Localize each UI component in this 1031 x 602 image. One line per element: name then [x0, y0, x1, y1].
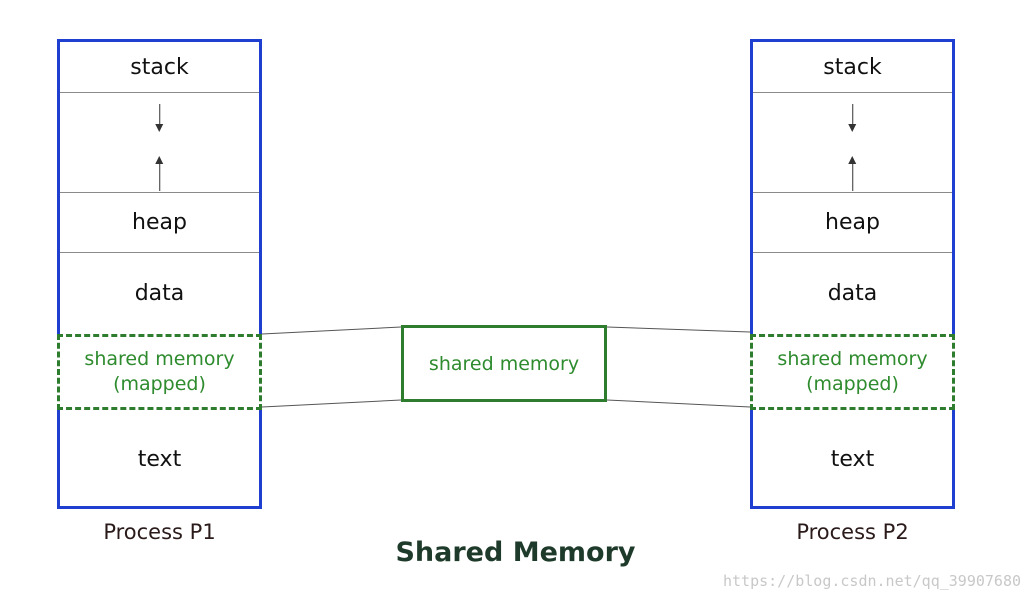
- divider: [60, 252, 259, 253]
- stack-label: stack: [130, 54, 189, 80]
- shared-memory-block-label: shared memory: [428, 352, 580, 375]
- text-segment: text: [60, 412, 259, 506]
- data-segment: data: [60, 252, 259, 334]
- heap-segment: heap: [753, 192, 952, 252]
- heap-label: heap: [132, 209, 187, 235]
- watermark: https://blog.csdn.net/qq_39907680: [722, 572, 1021, 590]
- shared-memory-label: shared memory: [84, 348, 235, 370]
- connector-p1-bottom: [261, 399, 402, 408]
- connector-p1-top: [261, 326, 402, 335]
- text-label: text: [830, 446, 875, 472]
- stack-grow-arrow-icon: [847, 104, 856, 132]
- divider: [753, 192, 952, 193]
- data-label: data: [827, 280, 878, 306]
- stack-label: stack: [823, 54, 882, 80]
- shared-memory-block: shared memory: [401, 325, 607, 402]
- divider: [60, 92, 259, 93]
- mapped-label: (mapped): [806, 373, 899, 395]
- connector-p2-bottom: [606, 399, 751, 408]
- text-segment: text: [753, 412, 952, 506]
- stack-segment: stack: [60, 42, 259, 92]
- heap-segment: heap: [60, 192, 259, 252]
- process-p1-memory: stack heap data shared memory (mapped) t…: [57, 39, 262, 509]
- text-label: text: [137, 446, 182, 472]
- data-segment: data: [753, 252, 952, 334]
- process-p2-memory: stack heap data shared memory (mapped) t…: [750, 39, 955, 509]
- diagram-title: Shared Memory: [395, 537, 636, 568]
- heap-grow-arrow-icon: [847, 156, 856, 191]
- process-p1-label: Process P1: [103, 520, 216, 544]
- shared-memory-mapped-segment: shared memory (mapped): [750, 334, 955, 410]
- stack-grow-arrow-icon: [154, 104, 163, 132]
- connector-p2-top: [606, 326, 751, 333]
- data-label: data: [134, 280, 185, 306]
- shared-memory-label: shared memory: [777, 348, 928, 370]
- mapped-label: (mapped): [113, 373, 206, 395]
- heap-label: heap: [825, 209, 880, 235]
- divider: [60, 192, 259, 193]
- divider: [753, 92, 952, 93]
- shared-memory-mapped-segment: shared memory (mapped): [57, 334, 262, 410]
- heap-grow-arrow-icon: [154, 156, 163, 191]
- stack-segment: stack: [753, 42, 952, 92]
- divider: [753, 252, 952, 253]
- process-p2-label: Process P2: [796, 520, 909, 544]
